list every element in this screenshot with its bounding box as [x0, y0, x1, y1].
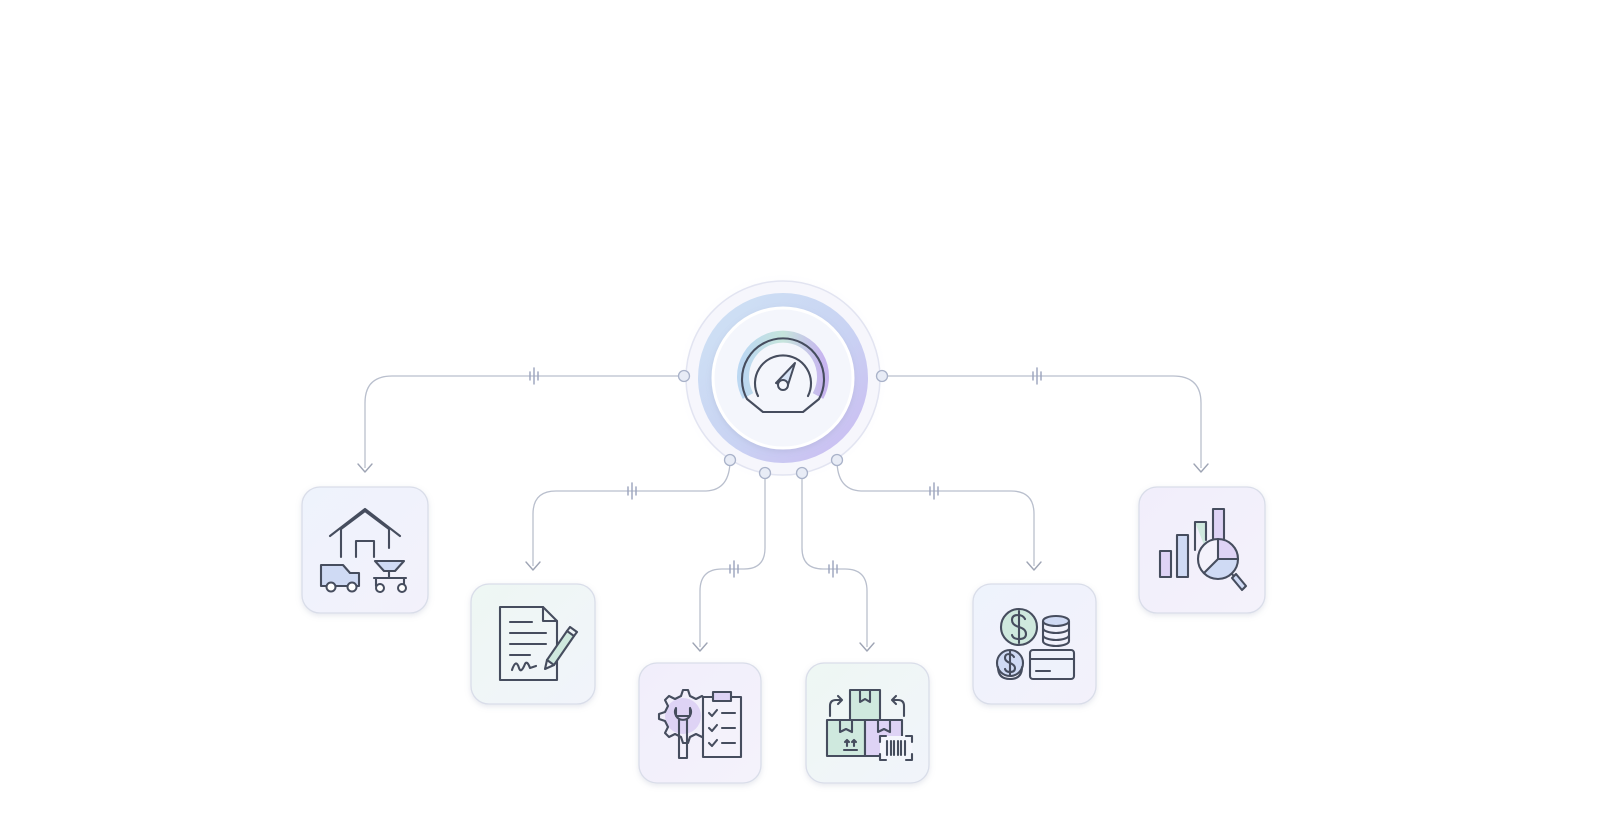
- signal-marker-payments: [929, 482, 939, 500]
- port-payments: [830, 453, 844, 467]
- node-contract[interactable]: [470, 583, 596, 705]
- signal-marker-inventory: [828, 560, 838, 578]
- speedometer-icon: [737, 330, 829, 414]
- port-maintenance: [758, 466, 772, 480]
- arrowhead-analytics: [1193, 463, 1209, 473]
- warehouse-vehicles-icon: [319, 507, 408, 593]
- signal-marker-analytics: [1032, 367, 1042, 385]
- node-payments-card: [972, 583, 1097, 705]
- signal-markers: [529, 367, 1042, 578]
- signal-marker-maintenance: [729, 560, 739, 578]
- node-inventory[interactable]: [805, 662, 930, 784]
- coins-card-icon: [995, 607, 1076, 681]
- arrowhead-inventory: [859, 642, 875, 652]
- port-inventory: [795, 466, 809, 480]
- signed-document-icon: [498, 605, 579, 682]
- hub-node[interactable]: [679, 274, 887, 482]
- arrowhead-payments: [1026, 561, 1042, 571]
- node-fleet[interactable]: [301, 486, 429, 614]
- connector-hub-payments: [836, 459, 1035, 566]
- chart-magnifier-icon: [1158, 507, 1248, 592]
- connector-arrowheads: [357, 463, 1209, 652]
- port-left: [677, 369, 691, 383]
- node-analytics[interactable]: [1138, 486, 1266, 614]
- arrowhead-maintenance: [692, 642, 708, 652]
- node-payments[interactable]: [972, 583, 1097, 705]
- connector-hub-contract: [532, 459, 731, 566]
- arrowhead-contract: [525, 561, 541, 571]
- connector-lines: [364, 375, 1202, 647]
- signal-marker-fleet: [529, 367, 539, 385]
- gear-wrench-checklist-icon: [657, 688, 743, 760]
- port-right: [875, 369, 889, 383]
- connector-hub-maintenance: [699, 473, 766, 647]
- signal-marker-contract: [627, 482, 637, 500]
- connector-hub-inventory: [801, 473, 868, 647]
- connector-hub-fleet: [364, 375, 684, 468]
- arrowhead-fleet: [357, 463, 373, 473]
- connector-hub-analytics: [882, 375, 1202, 468]
- hub-ports: [677, 369, 889, 480]
- port-contract: [723, 453, 737, 467]
- boxes-barcode-icon: [825, 688, 914, 762]
- node-maintenance[interactable]: [638, 662, 762, 784]
- node-fleet-card: [301, 486, 429, 614]
- node-maintenance-card: [638, 662, 762, 784]
